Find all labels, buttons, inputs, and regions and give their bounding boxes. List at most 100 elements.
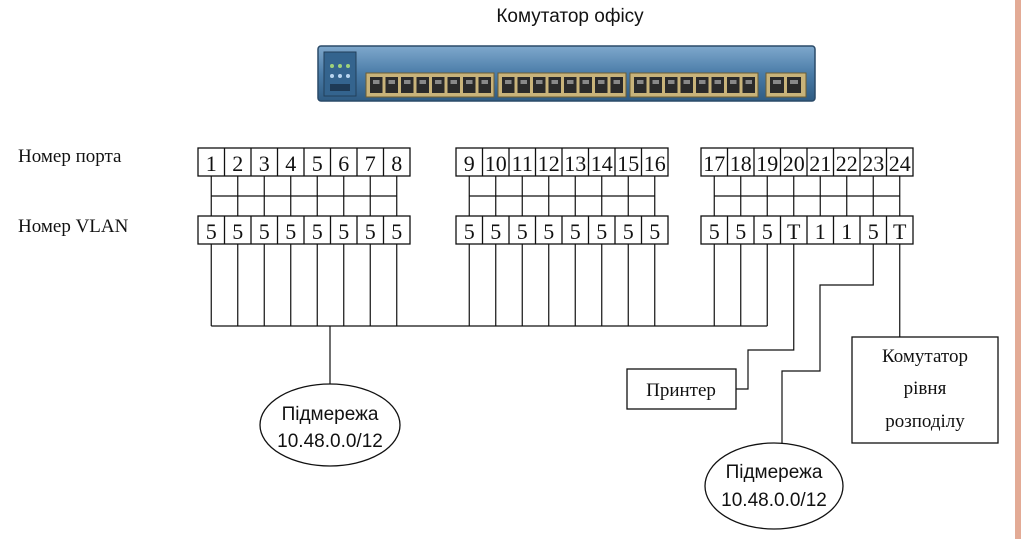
port-number: 19 — [756, 151, 778, 176]
switch-jack — [517, 77, 530, 93]
switch-jack-pin — [520, 80, 527, 84]
switch-jack — [502, 77, 515, 93]
switch-jack-pin — [745, 80, 752, 84]
vlan-number: T — [787, 219, 801, 244]
port-number: 24 — [889, 151, 911, 176]
switch-jack-pin — [450, 80, 457, 84]
printer-box — [626, 368, 737, 410]
switch-jack — [463, 77, 476, 93]
switch-jack — [447, 77, 460, 93]
vlan-number-label: Номер VLAN — [18, 216, 129, 237]
switch-jack-pin — [730, 80, 737, 84]
subnet-right-line2: 10.48.0.0/12 — [721, 490, 827, 511]
distribution-switch-line3: розподілу — [885, 411, 965, 432]
port-number: 18 — [730, 151, 752, 176]
vlan-number: 5 — [365, 219, 376, 244]
switch-jack — [401, 77, 414, 93]
subnet-left-line2: 10.48.0.0/12 — [277, 431, 383, 452]
vlan-number: 1 — [841, 219, 852, 244]
distribution-switch-line2: рівня — [904, 378, 947, 399]
switch-jack-pin — [404, 80, 411, 84]
port-number-label: Номер порта — [18, 146, 122, 167]
vlan-number: 1 — [815, 219, 826, 244]
switch-jack — [579, 77, 592, 93]
switch-jack — [533, 77, 546, 93]
switch-jack — [649, 77, 662, 93]
switch-jack-pin — [419, 80, 426, 84]
switch-jack — [595, 77, 608, 93]
port-number: 14 — [591, 151, 613, 176]
printer-label: Принтер — [646, 380, 716, 401]
office-switch-image — [317, 45, 816, 102]
port-number: 9 — [464, 151, 475, 176]
switch-jack — [696, 77, 709, 93]
switch-jack-pin — [637, 80, 644, 84]
subnet-left-line1: Підмережа — [282, 404, 379, 425]
subnet-right-line1: Підмережа — [726, 462, 823, 483]
distribution-switch-box — [851, 336, 999, 444]
port-number: 22 — [836, 151, 858, 176]
switch-jack-pin — [790, 80, 798, 84]
switch-jack — [680, 77, 693, 93]
switch-jack — [478, 77, 491, 93]
switch-jack-pin — [613, 80, 620, 84]
vlan-number: 5 — [206, 219, 217, 244]
vlan-number: 5 — [259, 219, 270, 244]
vlan-number: 5 — [312, 219, 323, 244]
subnet-left-ellipse — [259, 383, 401, 467]
vlan-number: 5 — [517, 219, 528, 244]
vlan-number: 5 — [285, 219, 296, 244]
port-number: 20 — [783, 151, 805, 176]
port-number: 5 — [312, 151, 323, 176]
vlan-number: 5 — [623, 219, 634, 244]
vlan-number: 5 — [570, 219, 581, 244]
switch-jack-pin — [481, 80, 488, 84]
switch-jack-pin — [683, 80, 690, 84]
switch-jack — [742, 77, 755, 93]
switch-jack — [416, 77, 429, 93]
port-number: 12 — [538, 151, 560, 176]
switch-jack-pin — [466, 80, 473, 84]
port-number: 2 — [232, 151, 243, 176]
vlan-number: 5 — [762, 219, 773, 244]
port-number: 21 — [809, 151, 831, 176]
switch-jack — [432, 77, 445, 93]
switch-jack-pin — [773, 80, 781, 84]
port-number: 13 — [564, 151, 586, 176]
vlan-number: 5 — [596, 219, 607, 244]
slide-accent-bar — [1015, 0, 1021, 539]
switch-jack-pin — [388, 80, 395, 84]
port-number: 1 — [206, 151, 217, 176]
switch-jack — [370, 77, 383, 93]
port-number: 3 — [259, 151, 270, 176]
switch-jack-pin — [373, 80, 380, 84]
switch-jack-pin — [582, 80, 589, 84]
vlan-number: 5 — [709, 219, 720, 244]
switch-jack-pin — [714, 80, 721, 84]
switch-jack-pin — [551, 80, 558, 84]
switch-jack — [665, 77, 678, 93]
vlan-number: 5 — [490, 219, 501, 244]
vlan-number: 5 — [232, 219, 243, 244]
switch-jack — [385, 77, 398, 93]
switch-jack — [634, 77, 647, 93]
vlan-number: 5 — [464, 219, 475, 244]
switch-jack — [787, 77, 801, 93]
switch-jack-pin — [567, 80, 574, 84]
switch-jack-pin — [652, 80, 659, 84]
printer-link — [736, 244, 795, 390]
vlan-number: T — [893, 219, 907, 244]
vlan-number: 5 — [735, 219, 746, 244]
vlan-number: 5 — [543, 219, 554, 244]
switch-jack-pin — [598, 80, 605, 84]
vlan-number: 5 — [391, 219, 402, 244]
vlan-number: 5 — [868, 219, 879, 244]
switch-jack — [610, 77, 623, 93]
switch-jack-pin — [435, 80, 442, 84]
switch-jack — [548, 77, 561, 93]
switch-jack — [711, 77, 724, 93]
port-number: 15 — [617, 151, 639, 176]
port-number: 23 — [862, 151, 884, 176]
switch-jack-pin — [668, 80, 675, 84]
port-number: 6 — [338, 151, 349, 176]
